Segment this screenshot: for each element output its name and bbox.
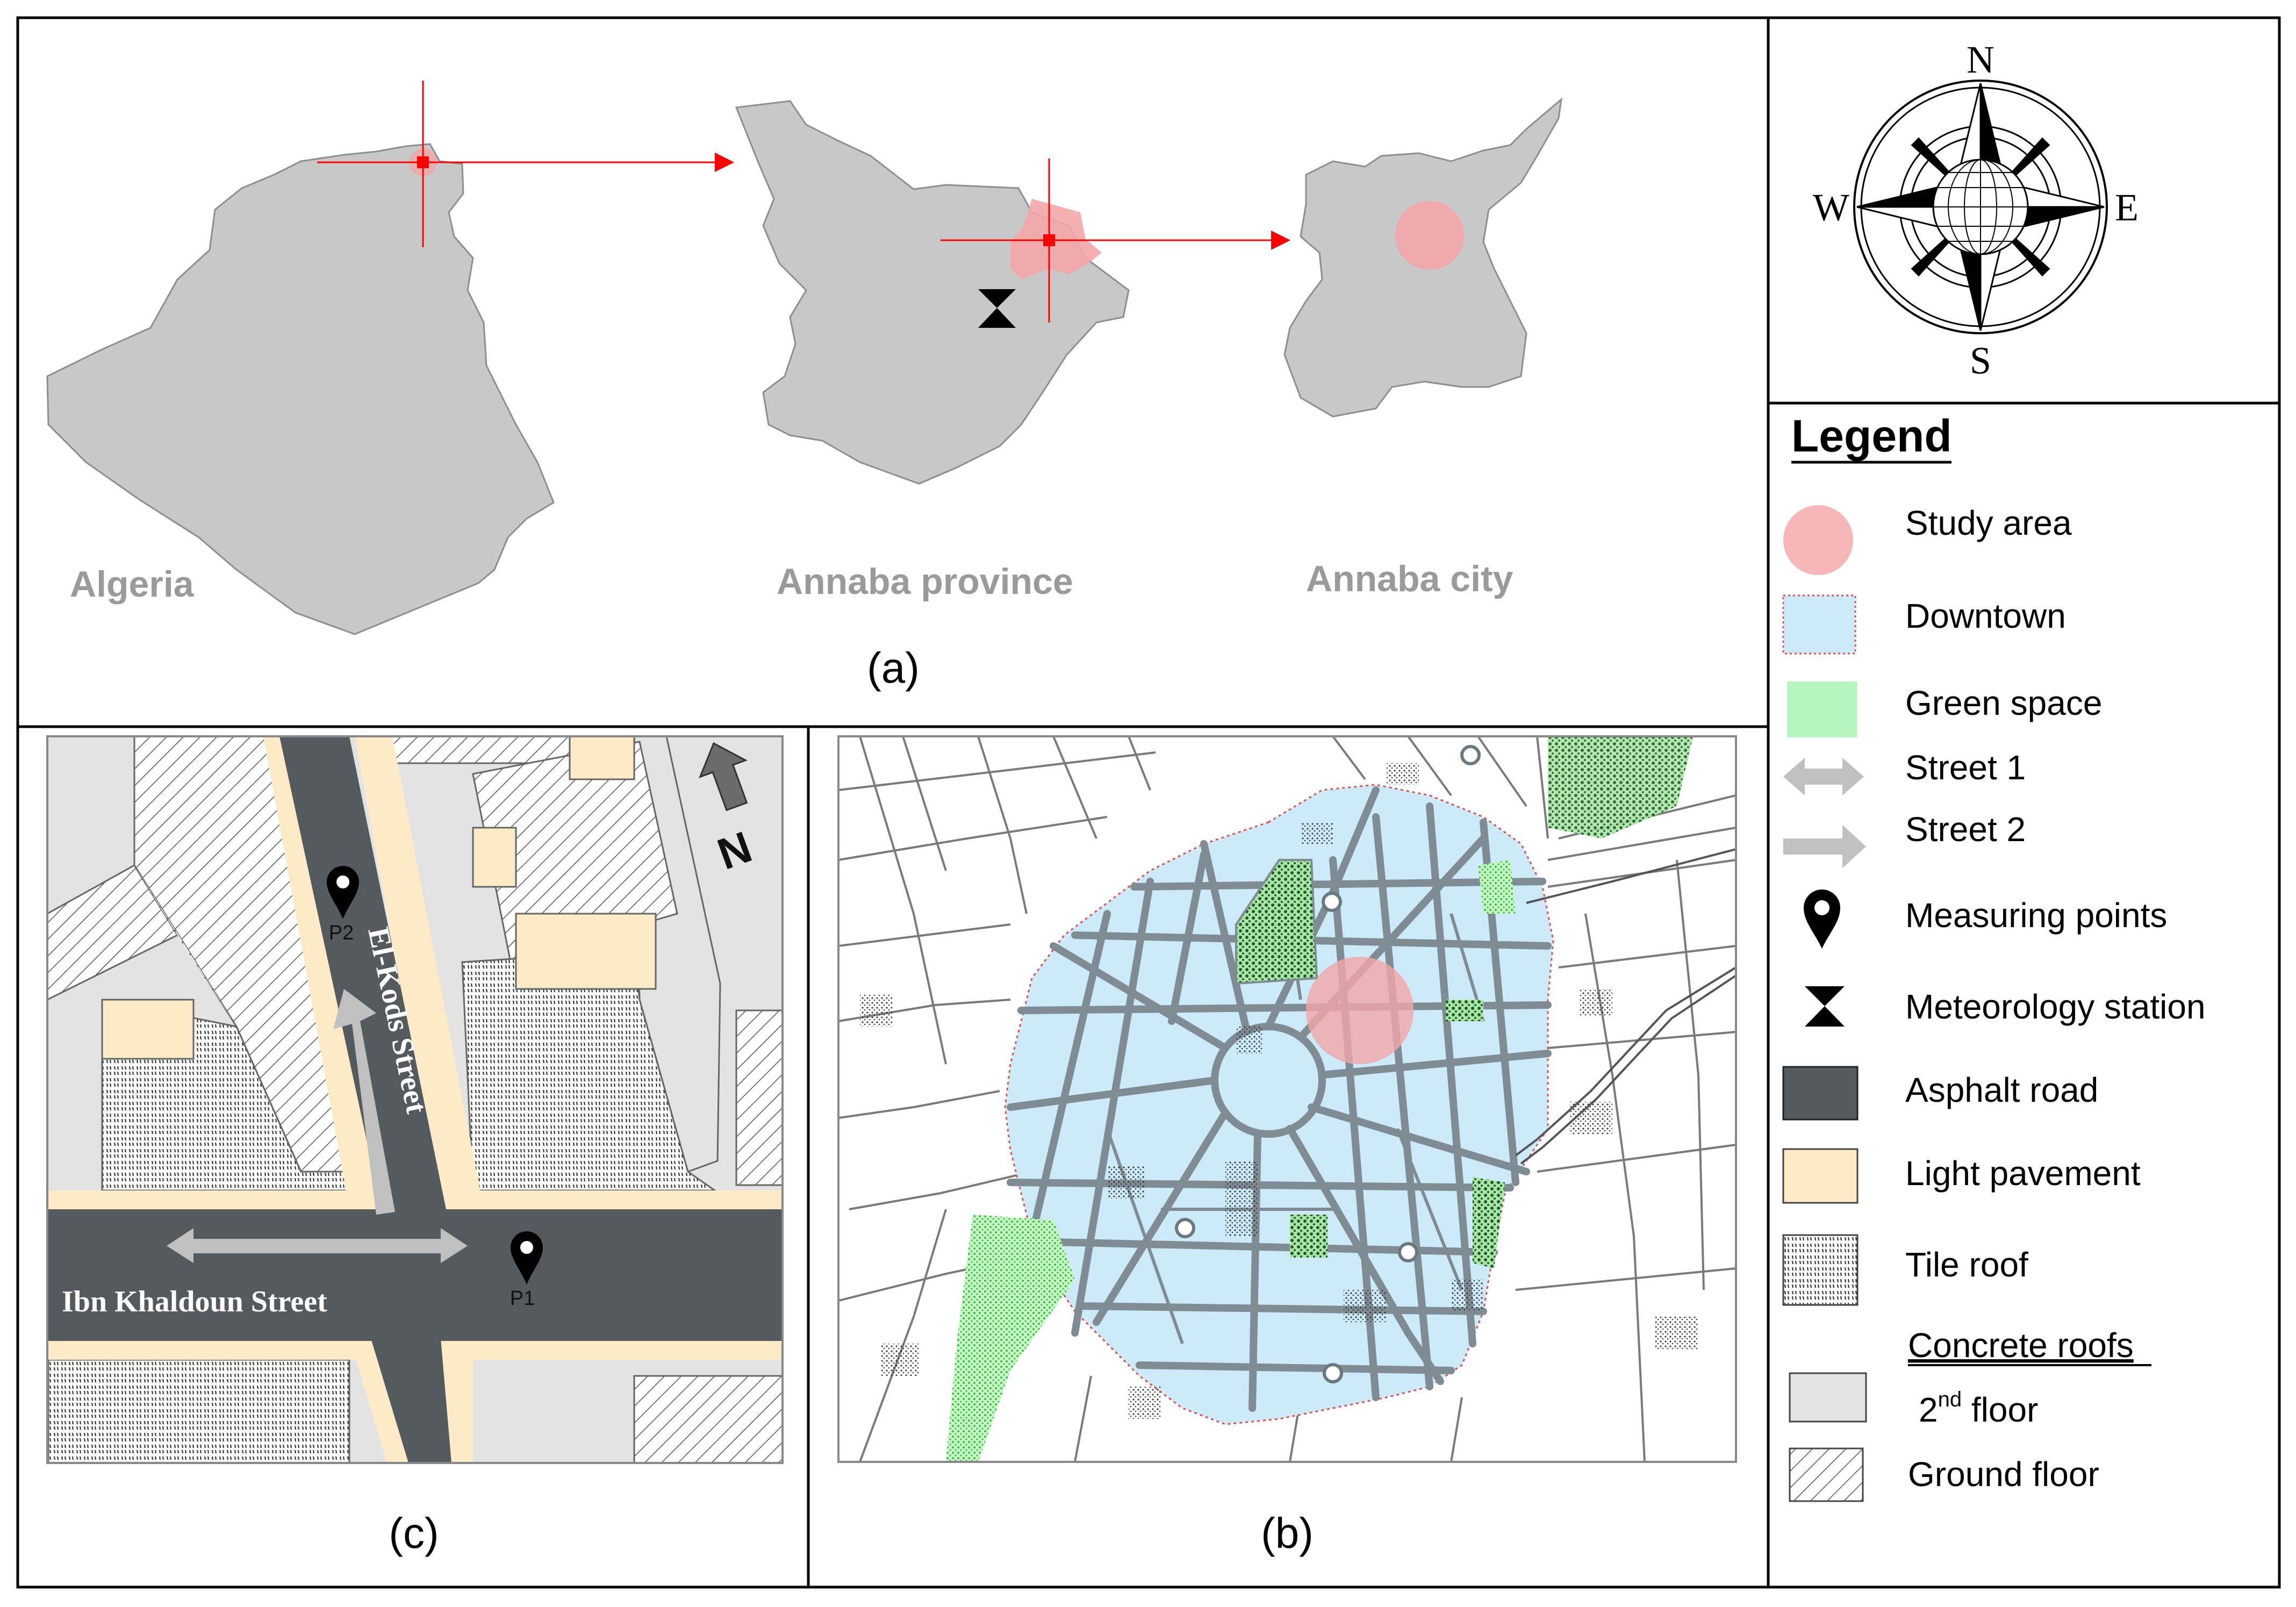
legend-street2: Street 2 [1905, 810, 2026, 849]
legend-tile-roof: Tile roof [1905, 1245, 2028, 1284]
el-kods-street-road [279, 736, 446, 1209]
panel-borders [16, 16, 2281, 1589]
legend-ground-floor: Ground floor [1908, 1455, 2099, 1494]
legend-measuring-points: Measuring points [1905, 896, 2167, 935]
province-locator [941, 159, 1083, 322]
legend-study-area: Study area [1905, 504, 2072, 542]
compass-s: S [1970, 339, 1991, 382]
legend-downtown: Downtown [1905, 597, 2066, 635]
compass-e: E [2115, 186, 2139, 229]
pin-p1-icon [511, 1231, 543, 1285]
legend-concrete-roofs: Concrete roofs [1908, 1326, 2134, 1365]
legend-second-floor: 2nd floor [1919, 1388, 2038, 1429]
street2-arrow [333, 989, 395, 1215]
legend-street2-arrow [1783, 825, 1866, 868]
legend: Legend Study area Downtown Green space S… [1782, 411, 2206, 1502]
meteorology-station-icon [978, 289, 1016, 328]
legend-light-pavement: Light pavement [1905, 1154, 2141, 1193]
globe-icon [1932, 159, 2029, 255]
legend-ground-floor-symbol [1789, 1447, 1864, 1502]
legend-tile-symbol [1782, 1234, 1859, 1306]
panel-c-street-detail: N P2 P1 El-Kods Street Ibn Khaldoun Stre… [47, 736, 783, 1463]
ibn-khaldoun-street-road [47, 1209, 783, 1341]
algeria-locator [317, 81, 457, 247]
panel-b-caption: (b) [1261, 1509, 1314, 1557]
legend-meteorology-station: Meteorology station [1905, 987, 2206, 1026]
panel-b-downtown-map [838, 736, 1736, 1462]
legend-title: Legend [1791, 411, 1952, 461]
province-study-highlight [1010, 199, 1102, 279]
legend-meteorology-icon [1805, 986, 1845, 1027]
pin-p2-icon [327, 866, 359, 919]
compass-w: W [1813, 186, 1849, 229]
panel-c-caption: (c) [389, 1509, 439, 1557]
province-label: Annaba province [777, 561, 1073, 602]
compass-n: N [1967, 38, 1994, 81]
legend-pavement-symbol [1782, 1148, 1859, 1204]
panel-a-location-maps: Algeria Annaba province Annaba city (a) [46, 81, 1563, 692]
legend-downtown-symbol [1782, 594, 1856, 655]
pin-p1-label: P1 [510, 1287, 535, 1310]
legend-green-symbol [1787, 681, 1857, 737]
legend-pin-icon [1804, 889, 1840, 949]
city-study-area [1395, 201, 1464, 270]
legend-second-floor-symbol [1789, 1372, 1867, 1423]
city-label: Annaba city [1306, 558, 1513, 599]
legend-asphalt-road: Asphalt road [1905, 1071, 2098, 1109]
province-map [735, 100, 1130, 485]
algeria-map [46, 143, 555, 635]
legend-street1-arrow [1783, 758, 1864, 795]
panel-a-caption: (a) [867, 644, 920, 692]
downtown-study-area [1306, 957, 1414, 1064]
legend-asphalt-symbol [1782, 1066, 1859, 1121]
street1-arrow [167, 1228, 468, 1263]
compass-rose: N S E W [1813, 38, 2139, 382]
legend-street1: Street 1 [1905, 748, 2026, 787]
legend-study-area-symbol [1783, 505, 1853, 575]
north-arrow-icon [699, 742, 748, 812]
pin-p2-label: P2 [329, 922, 354, 944]
ibn-khaldoun-street-label: Ibn Khaldoun Street [62, 1285, 327, 1318]
algeria-label: Algeria [70, 564, 195, 605]
legend-green-space: Green space [1905, 684, 2102, 722]
